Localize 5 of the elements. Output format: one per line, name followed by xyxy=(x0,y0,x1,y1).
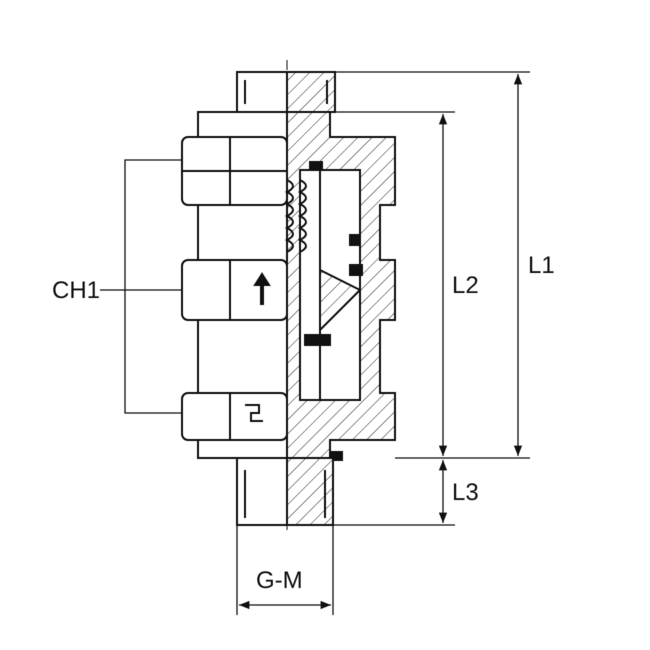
dimension-label: L1 xyxy=(528,254,555,278)
dimension-label: L3 xyxy=(452,481,479,505)
dimension-label: L2 xyxy=(452,274,479,298)
dimension-label: G-M xyxy=(256,569,303,593)
dimension-label: CH1 xyxy=(52,279,100,303)
